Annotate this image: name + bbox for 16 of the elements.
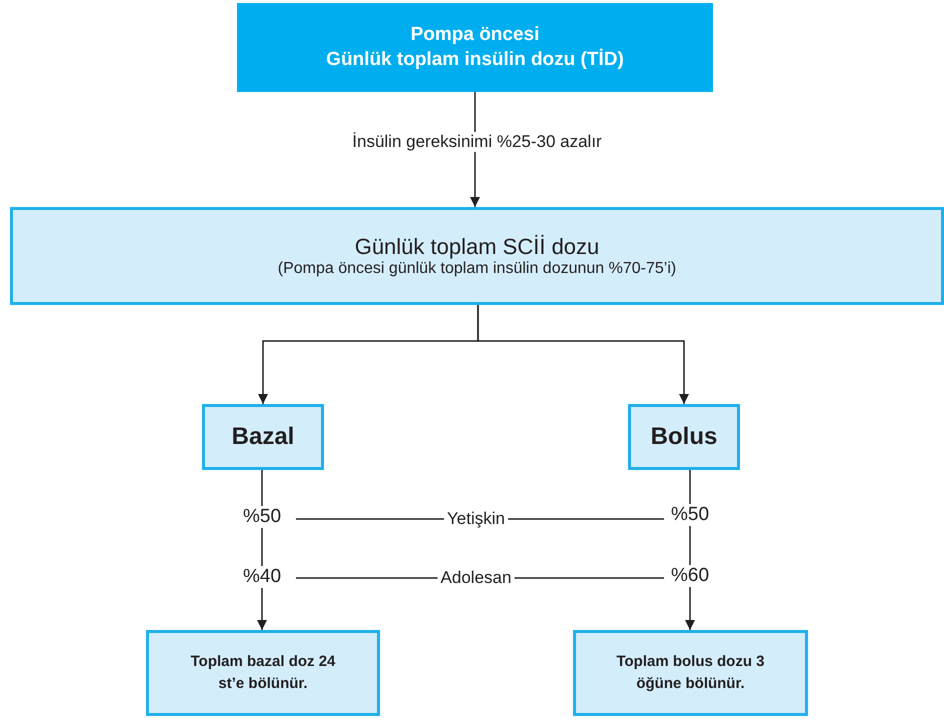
subtitle-text: (Pompa öncesi günlük toplam insülin dozunun %70-75’i) [278, 260, 676, 278]
process-box [202, 404, 324, 470]
title-box [237, 3, 713, 92]
row-label: Yetişkin [444, 509, 508, 529]
result-box [146, 630, 380, 716]
box-text: Toplam bolus dozu 3 öğüne bölünür. [616, 652, 766, 694]
subtitle-text: Pompa öncesi [410, 22, 540, 47]
arrow [477, 305, 689, 404]
box-text: Günlük toplam SCİİ dozu [354, 234, 600, 260]
process-box [10, 207, 944, 305]
box-text: Bolus [650, 423, 718, 451]
process-box [628, 404, 740, 470]
box-text: Günlük toplam insülin dozu (TİD) [326, 48, 624, 72]
box-text: Bazal [232, 423, 294, 451]
result-box [573, 630, 808, 716]
box-text: Toplam bazal doz 24 st’e bölünür. [190, 652, 336, 694]
